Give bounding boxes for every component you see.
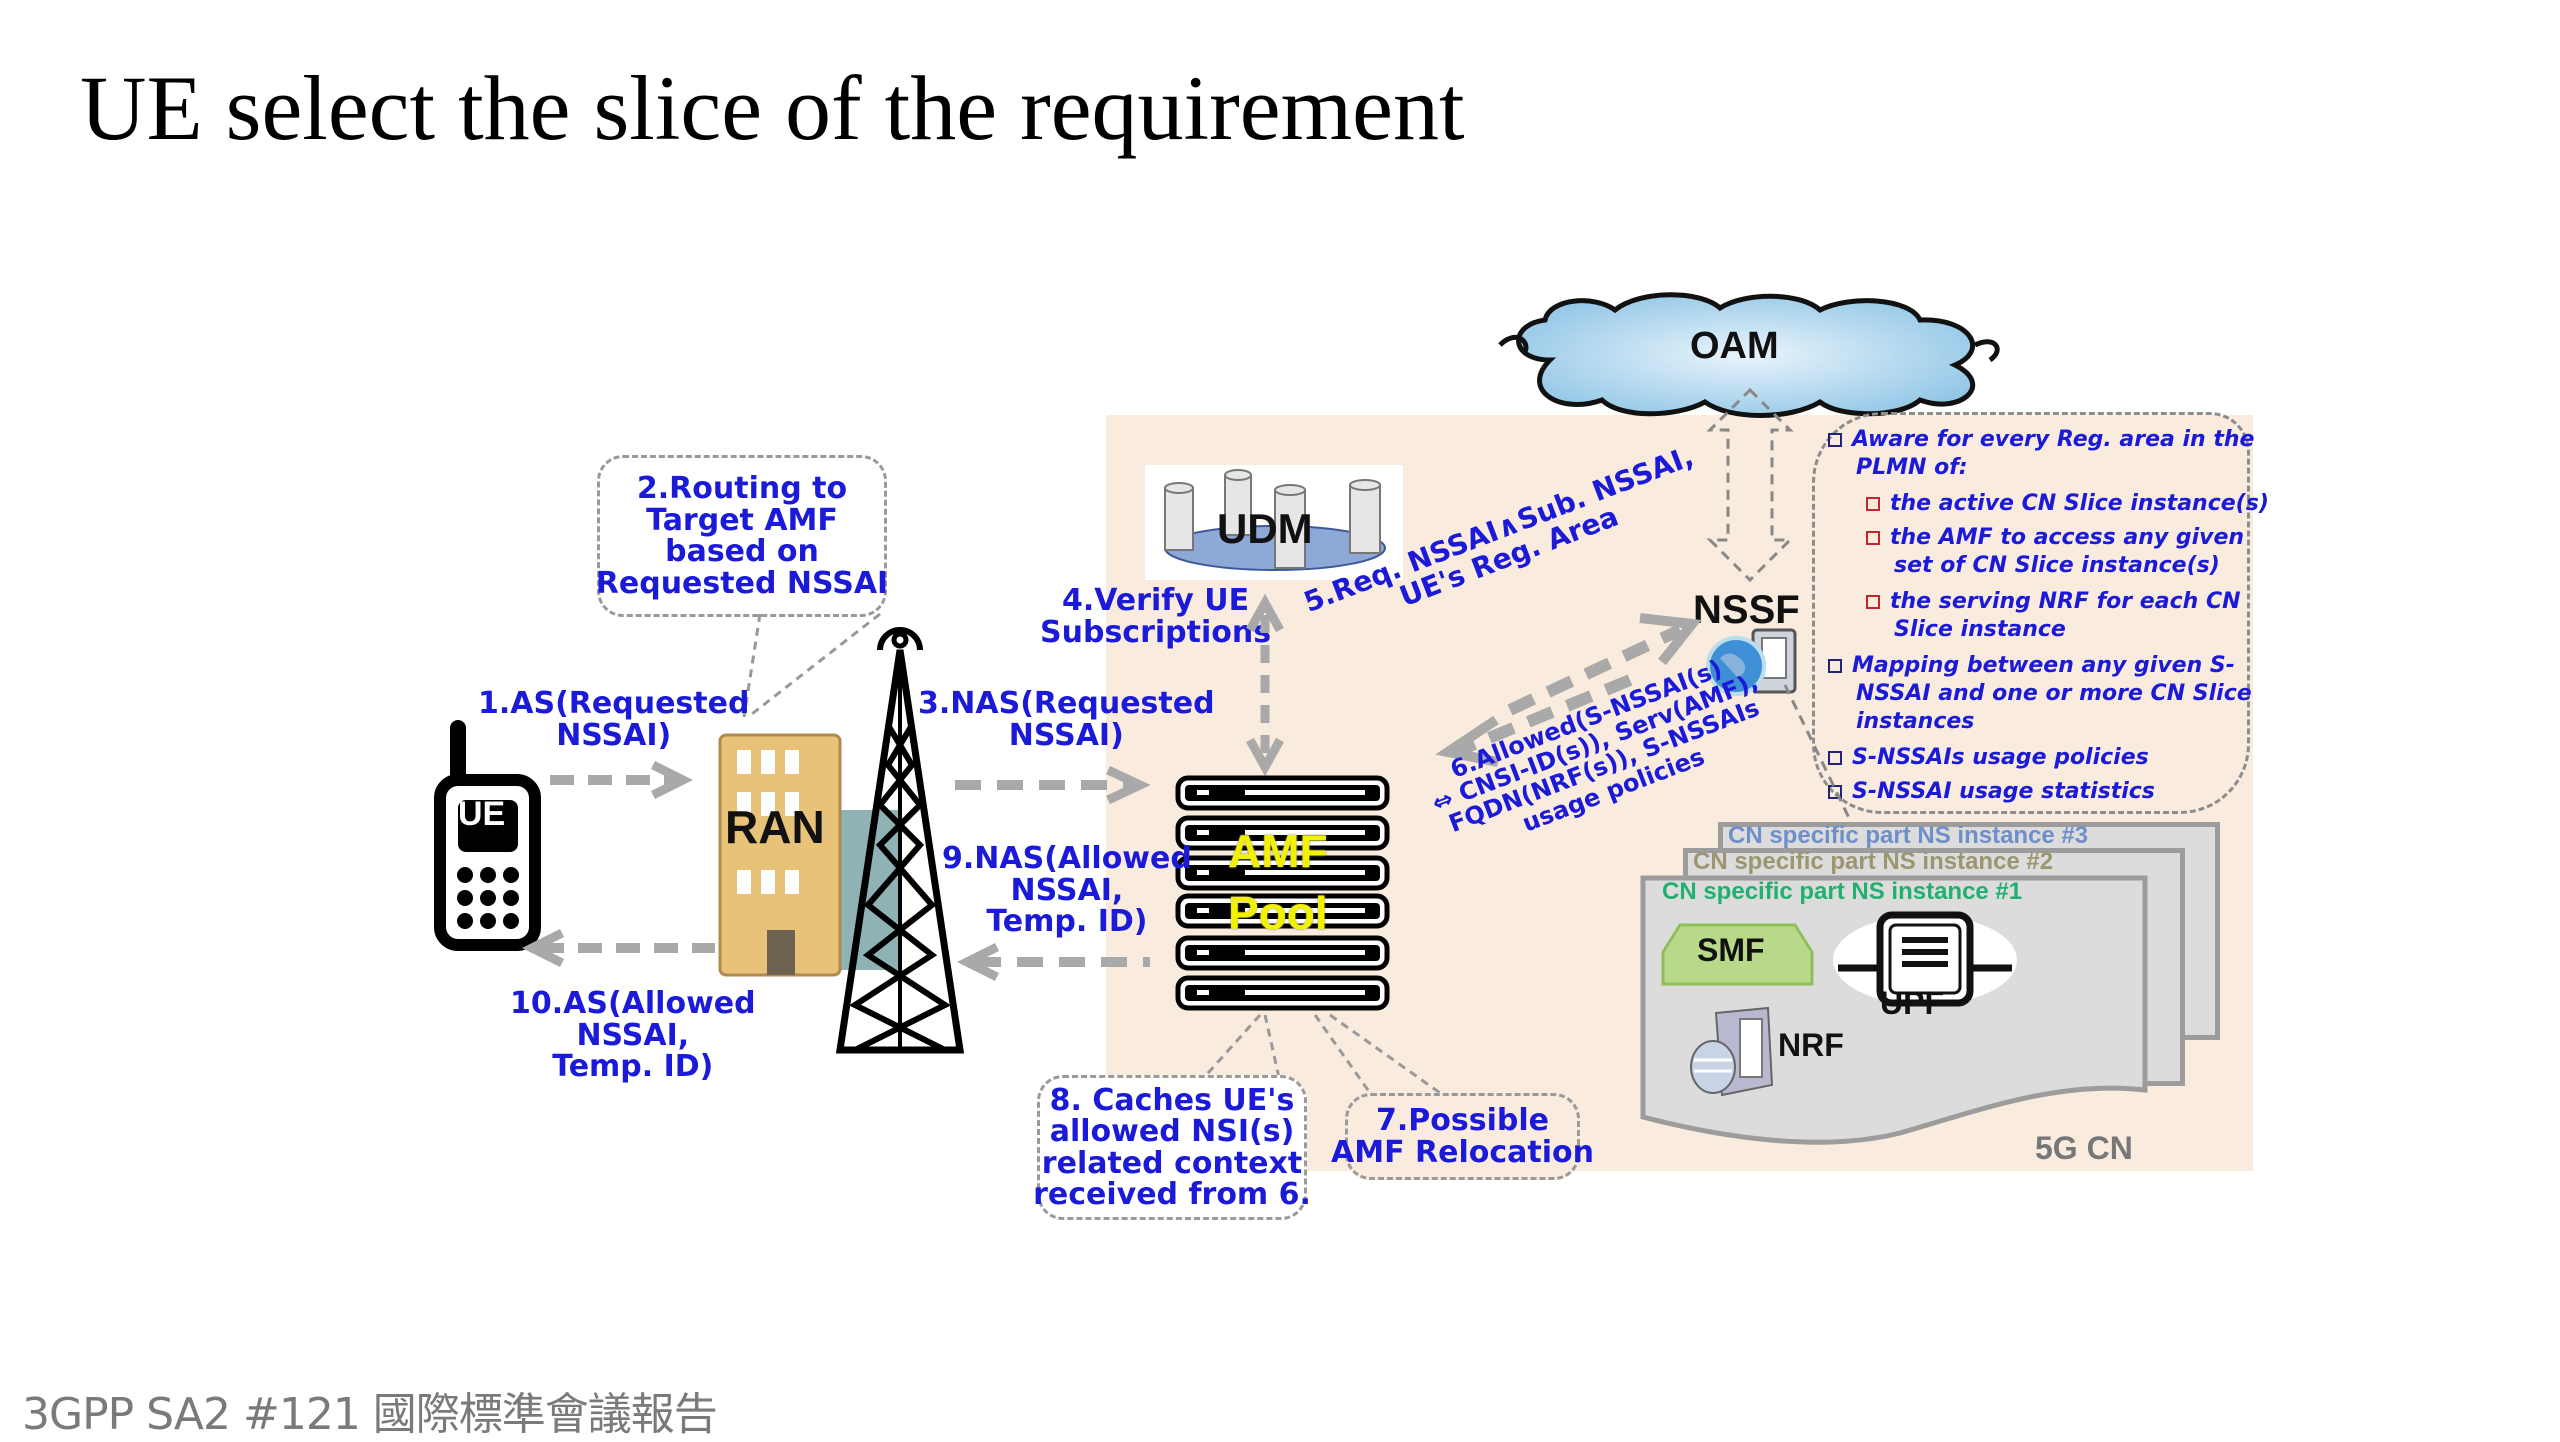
nssf-info-item: S-NSSAI usage statistics (1828, 778, 2155, 806)
nrf-label: NRF (1778, 1027, 1844, 1063)
nssf-info-subitem: the active CN Slice instance(s) (1866, 490, 2269, 518)
nrf-server-icon (1690, 1006, 1774, 1097)
oam-nssf-arrow-icon (1706, 387, 1794, 583)
step-1-label: 1.AS(Requested NSSAI) (478, 686, 750, 753)
step-3-label: 3.NAS(Requested NSSAI) (918, 686, 1215, 753)
step-2-callout: 2.Routing to Target AMF based on Request… (596, 455, 888, 617)
slide-footer: 3GPP SA2 #121 國際標準會議報告 (22, 1389, 718, 1440)
cn-instance-3-label: CN specific part NS instance #3 (1728, 822, 2089, 849)
amf-nssf-arrows-icon (1435, 613, 1702, 767)
udm-node: UDM (1145, 465, 1403, 580)
oam-label: OAM (1690, 325, 1779, 367)
5g-cn-label: 5G CN (2035, 1130, 2133, 1166)
cell-tower-icon (835, 627, 965, 1054)
upf-gateway-icon (1833, 911, 2017, 1007)
amf-server-rack-icon (1175, 775, 1390, 1015)
step-9-label: 9.NAS(Allowed NSSAI, Temp. ID) (942, 841, 1192, 939)
ran-to-amf-arrow (955, 765, 1151, 805)
smf-router-icon (1661, 923, 1814, 986)
step-10-label: 10.AS(Allowed NSSAI, Temp. ID) (510, 986, 756, 1084)
step-2-callout-pointer (742, 612, 881, 719)
checkbox-icon (1866, 531, 1880, 545)
checkbox-icon (1866, 595, 1880, 609)
ue-phone-icon (434, 720, 541, 951)
udm-amf-arrow-icon (1246, 593, 1284, 777)
cn-instance-1-label: CN specific part NS instance #1 (1662, 878, 2023, 905)
checkbox-icon (1828, 659, 1842, 673)
slide-title: UE select the slice of the requirement (80, 57, 1465, 159)
nssf-server-globe-icon (1706, 628, 1797, 696)
nssf-info-item: Mapping between any given S- NSSAI and o… (1828, 652, 2252, 736)
checkbox-icon (1828, 785, 1842, 799)
step-7-callout: 7.Possible AMF Relocation (1331, 1093, 1594, 1180)
ran-to-ue-arrow (521, 928, 715, 968)
ue-label: UE (458, 795, 506, 833)
ran-label: RAN (725, 801, 825, 853)
checkbox-icon (1828, 751, 1842, 765)
database-cluster-icon (1164, 469, 1386, 571)
checkbox-icon (1866, 497, 1880, 511)
upf-label: UPF (1880, 985, 1944, 1021)
oam-cloud-icon (1498, 292, 2000, 418)
udm-label: UDM (1217, 505, 1313, 552)
nssf-info-box (1812, 412, 2250, 814)
ue-to-ran-arrow (550, 760, 694, 800)
amf-to-ran-arrow (956, 942, 1150, 982)
nssf-cn-connector (1783, 684, 1852, 821)
amf-pool-label: AMF Pool (1228, 825, 1328, 940)
checkbox-icon (1828, 433, 1842, 447)
step-4-label: 4.Verify UE Subscriptions (1040, 583, 1272, 650)
amf-callout-pointers (1198, 1013, 1451, 1102)
smf-label: SMF (1697, 932, 1765, 968)
step-8-callout: 8. Caches UE's allowed NSI(s) related co… (1033, 1075, 1311, 1220)
nssf-info-item: Aware for every Reg. area in the PLMN of… (1828, 426, 2254, 482)
nssf-info-subitem: the AMF to access any given set of CN Sl… (1866, 524, 2244, 580)
nssf-label: NSSF (1693, 588, 1800, 632)
cn-instance-2-label: CN specific part NS instance #2 (1693, 848, 2054, 875)
nssf-info-item: S-NSSAIs usage policies (1828, 744, 2149, 772)
nssf-info-subitem: the serving NRF for each CN Slice instan… (1866, 588, 2241, 644)
